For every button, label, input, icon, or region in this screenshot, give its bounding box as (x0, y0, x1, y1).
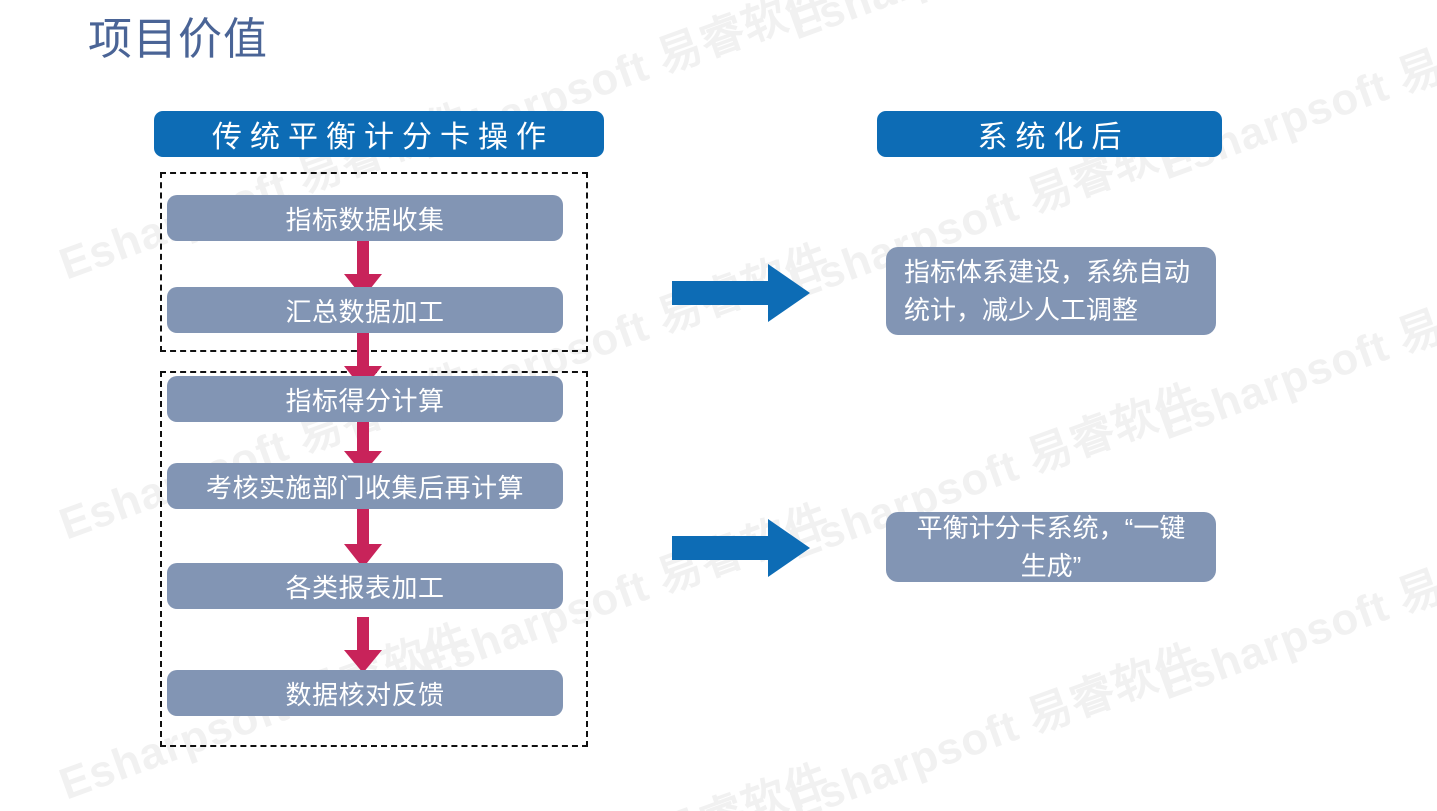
arrow-right-icon (672, 262, 812, 324)
arrow-down-icon (341, 240, 385, 300)
watermark-text: Esharpsoft 易睿软件 (783, 635, 1207, 811)
column-header-systemized: 系统化后 (877, 111, 1222, 157)
arrow-down-icon (341, 508, 385, 570)
column-header-traditional: 传统平衡计分卡操作 (154, 111, 604, 157)
flow-step-box: 汇总数据加工 (167, 287, 563, 333)
result-box: 平衡计分卡系统，“一键生成” (886, 512, 1216, 582)
arrow-right-icon (672, 517, 812, 579)
watermark-text: Esharpsoft 易睿软件 (1153, 0, 1437, 190)
arrow-down-icon (341, 617, 385, 675)
flow-step-box: 各类报表加工 (167, 563, 563, 609)
watermark-text: Esharpsoft 易睿软件 (779, 0, 1208, 52)
arrow-down-icon (341, 332, 385, 392)
result-box: 指标体系建设，系统自动统计，减少人工调整 (886, 247, 1216, 335)
flow-step-box: 指标数据收集 (167, 195, 563, 241)
flow-step-box: 指标得分计算 (167, 376, 563, 422)
watermark-text: Esharpsoft 易睿软件 (409, 744, 838, 811)
flow-step-box: 考核实施部门收集后再计算 (167, 463, 563, 509)
page-title: 项目价值 (88, 15, 268, 64)
flow-step-box: 数据核对反馈 (167, 670, 563, 716)
group-box-data-collection (160, 172, 588, 352)
arrow-down-icon (341, 421, 385, 476)
